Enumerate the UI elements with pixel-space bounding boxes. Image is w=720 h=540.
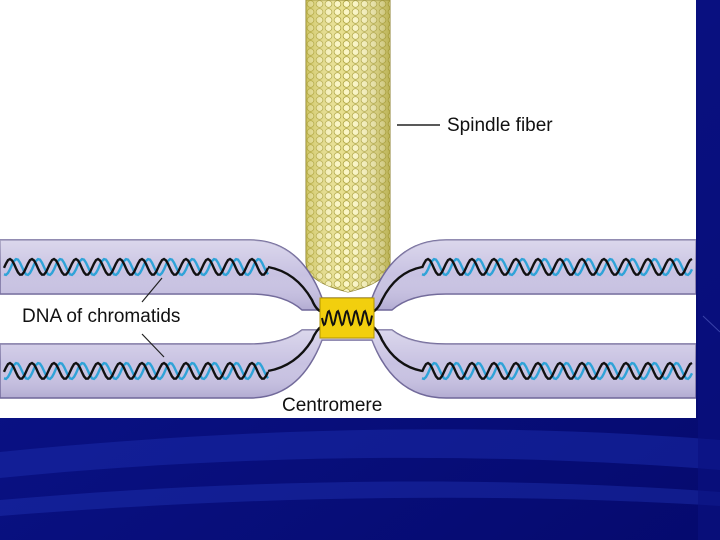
dna-leader-line-lower xyxy=(141,333,165,358)
dna-strand xyxy=(421,257,694,277)
dna-strand xyxy=(3,361,269,381)
dna-strand xyxy=(420,361,693,380)
centromere-label: Centromere xyxy=(282,395,383,416)
swoosh-decoration xyxy=(0,429,720,478)
right-accent-strip xyxy=(698,0,720,540)
spindle-fiber-label: Spindle fiber xyxy=(447,115,553,136)
lower-chromatid xyxy=(0,329,696,399)
spindle-fiber xyxy=(305,0,391,293)
upper-chromatid xyxy=(0,239,696,311)
dna-helices xyxy=(2,257,694,381)
dna-strand xyxy=(267,325,323,373)
dna-of-chromatids-label: DNA of chromatids xyxy=(22,306,181,327)
swoosh-decoration xyxy=(0,481,720,516)
dna-strand xyxy=(371,265,423,314)
dna-strand xyxy=(371,325,423,373)
centromere-dna-coil xyxy=(321,309,373,327)
dna-strand xyxy=(3,257,269,277)
dna-strand xyxy=(267,265,323,314)
dna-leader-line-upper xyxy=(141,277,163,303)
dna-strand xyxy=(2,361,270,380)
dna-strand xyxy=(2,257,270,276)
diagram-art xyxy=(0,0,696,399)
centromere xyxy=(319,297,375,339)
chromosome-diagram: Spindle fiber DNA of chromatids Centrome… xyxy=(0,0,696,418)
dna-strand xyxy=(420,257,693,276)
dna-strand xyxy=(421,361,694,381)
